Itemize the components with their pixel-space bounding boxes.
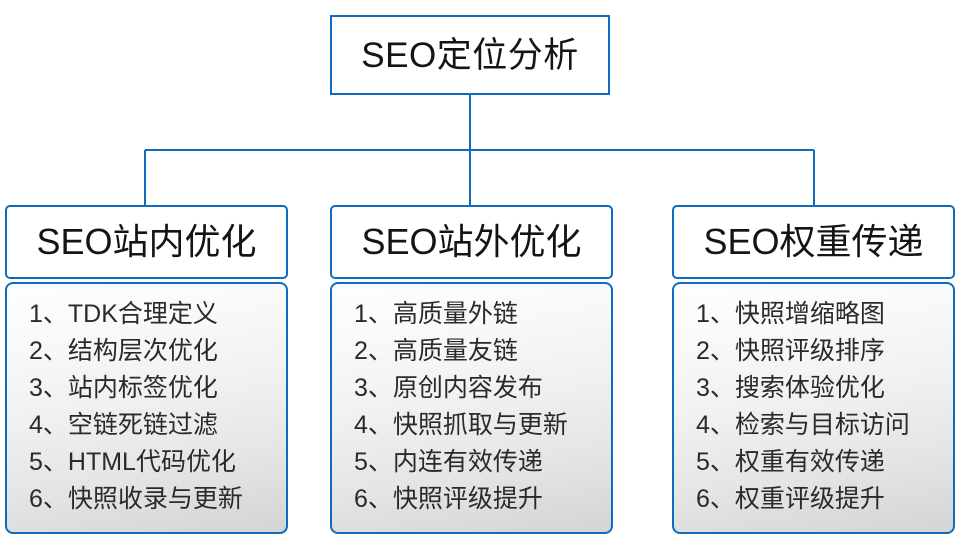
branch-list-1: 1、TDK合理定义 2、结构层次优化 3、站内标签优化 4、空链死链过滤 5、H… (7, 296, 286, 518)
branch-header-label-3: SEO权重传递 (703, 221, 924, 262)
list-item-text: 检索与目标访问 (734, 411, 910, 439)
list-item-text: 快照收录与更新 (67, 485, 243, 513)
branch-column-1: SEO站内优化 1、TDK合理定义 2、结构层次优化 3、站内标签优化 4、空链… (5, 205, 288, 534)
list-item: 4、空链死链过滤 (29, 407, 286, 444)
list-item-text: 高质量外链 (392, 300, 518, 328)
list-item-text: 权重有效传递 (734, 448, 885, 476)
list-item-index: 3、 (29, 374, 68, 402)
list-item: 1、高质量外链 (354, 296, 611, 333)
list-item-index: 3、 (354, 374, 393, 402)
list-item-text: 空链死链过滤 (67, 411, 218, 439)
list-item-text: 快照评级提升 (392, 485, 543, 513)
list-item-index: 6、 (696, 485, 735, 513)
branch-body-2: 1、高质量外链 2、高质量友链 3、原创内容发布 4、快照抓取与更新 5、内连有… (330, 282, 613, 534)
branch-header-label-2: SEO站外优化 (361, 221, 582, 262)
list-item-index: 2、 (354, 337, 393, 365)
list-item: 2、快照评级排序 (696, 333, 953, 370)
list-item: 2、结构层次优化 (29, 333, 286, 370)
branch-column-2: SEO站外优化 1、高质量外链 2、高质量友链 3、原创内容发布 4、快照抓取与… (330, 205, 613, 534)
list-item-index: 4、 (354, 411, 393, 439)
list-item-index: 6、 (354, 485, 393, 513)
list-item: 5、HTML代码优化 (29, 444, 286, 481)
list-item-index: 2、 (696, 337, 735, 365)
list-item-index: 1、 (696, 300, 735, 328)
list-item-index: 3、 (696, 374, 735, 402)
branch-header-label-1: SEO站内优化 (36, 221, 257, 262)
branch-header-2: SEO站外优化 (330, 205, 613, 279)
branch-list-2: 1、高质量外链 2、高质量友链 3、原创内容发布 4、快照抓取与更新 5、内连有… (332, 296, 611, 518)
list-item-text: 结构层次优化 (67, 337, 218, 365)
list-item-index: 1、 (354, 300, 393, 328)
list-item-text: 站内标签优化 (67, 374, 218, 402)
list-item: 1、TDK合理定义 (29, 296, 286, 333)
list-item-index: 5、 (29, 448, 68, 476)
list-item: 5、内连有效传递 (354, 444, 611, 481)
list-item-text: HTML代码优化 (67, 448, 236, 476)
list-item-index: 2、 (29, 337, 68, 365)
branch-list-3: 1、快照增缩略图 2、快照评级排序 3、搜索体验优化 4、检索与目标访问 5、权… (674, 296, 953, 518)
list-item-index: 1、 (29, 300, 68, 328)
list-item: 4、检索与目标访问 (696, 407, 953, 444)
root-node: SEO定位分析 (330, 15, 610, 95)
branch-body-1: 1、TDK合理定义 2、结构层次优化 3、站内标签优化 4、空链死链过滤 5、H… (5, 282, 288, 534)
list-item: 3、站内标签优化 (29, 370, 286, 407)
list-item-index: 4、 (29, 411, 68, 439)
list-item-text: 搜索体验优化 (734, 374, 885, 402)
root-node-label: SEO定位分析 (361, 35, 579, 75)
branch-header-1: SEO站内优化 (5, 205, 288, 279)
list-item: 6、快照评级提升 (354, 481, 611, 518)
list-item-index: 5、 (354, 448, 393, 476)
list-item-text: 快照评级排序 (734, 337, 885, 365)
list-item-text: 内连有效传递 (392, 448, 543, 476)
list-item: 4、快照抓取与更新 (354, 407, 611, 444)
list-item: 1、快照增缩略图 (696, 296, 953, 333)
list-item-text: 快照增缩略图 (734, 300, 885, 328)
list-item-index: 4、 (696, 411, 735, 439)
branch-column-3: SEO权重传递 1、快照增缩略图 2、快照评级排序 3、搜索体验优化 4、检索与… (672, 205, 955, 534)
list-item-text: TDK合理定义 (67, 300, 218, 328)
list-item: 5、权重有效传递 (696, 444, 953, 481)
list-item: 6、快照收录与更新 (29, 481, 286, 518)
branch-header-3: SEO权重传递 (672, 205, 955, 279)
list-item-index: 6、 (29, 485, 68, 513)
list-item: 3、搜索体验优化 (696, 370, 953, 407)
list-item-text: 原创内容发布 (392, 374, 543, 402)
list-item-text: 权重评级提升 (734, 485, 885, 513)
list-item: 6、权重评级提升 (696, 481, 953, 518)
list-item: 3、原创内容发布 (354, 370, 611, 407)
branch-body-3: 1、快照增缩略图 2、快照评级排序 3、搜索体验优化 4、检索与目标访问 5、权… (672, 282, 955, 534)
list-item-index: 5、 (696, 448, 735, 476)
list-item: 2、高质量友链 (354, 333, 611, 370)
list-item-text: 快照抓取与更新 (392, 411, 568, 439)
list-item-text: 高质量友链 (392, 337, 518, 365)
